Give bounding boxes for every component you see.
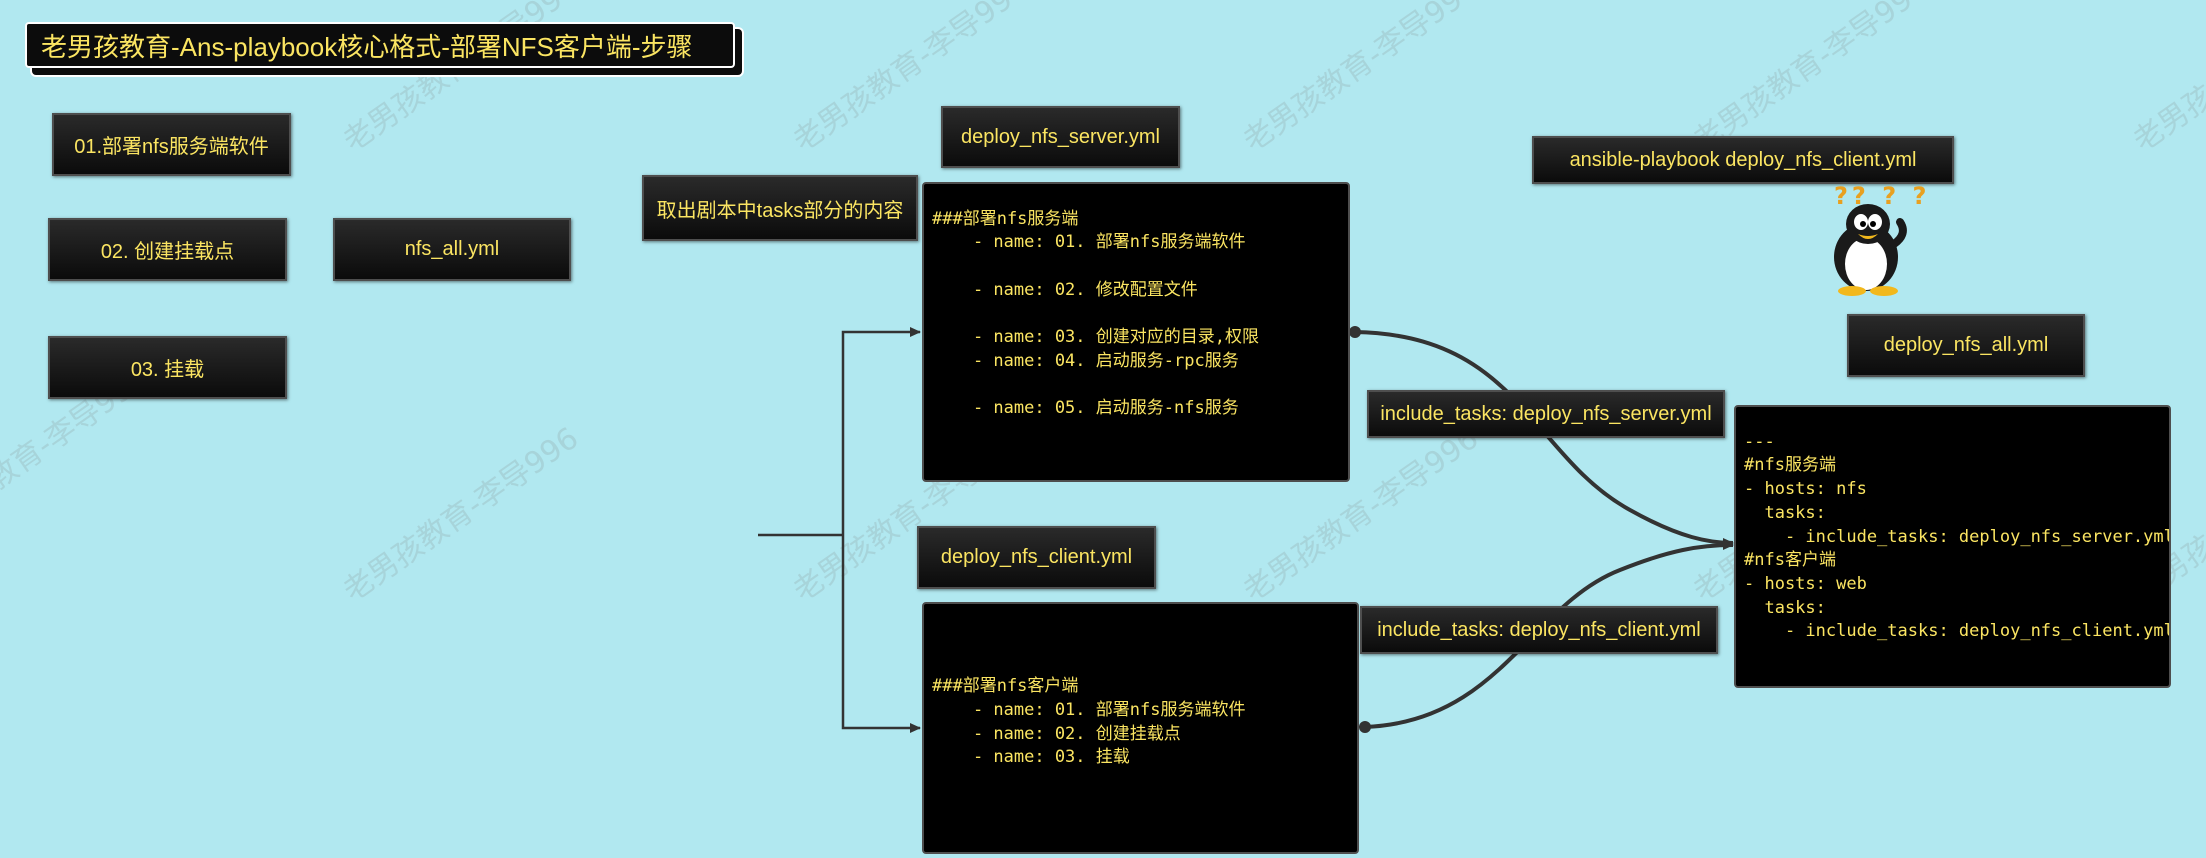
server-tasks-code: ###部署nfs服务端 - name: 01. 部署nfs服务端软件 - nam…: [922, 182, 1350, 482]
penguin-drawing: [1834, 204, 1907, 296]
client-to-all-curve: [1364, 540, 1734, 729]
step-1-box: 01.部署nfs服务端软件: [52, 113, 291, 176]
include-server-box: include_tasks: deploy_nfs_server.yml: [1367, 390, 1725, 438]
server-to-all-curve: [1354, 330, 1734, 548]
include-client-box: include_tasks: deploy_nfs_client.yml: [1360, 606, 1718, 654]
client-tasks-code: ###部署nfs客户端 - name: 01. 部署nfs服务端软件 - nam…: [922, 602, 1359, 854]
nfs-all-file-label-box: deploy_nfs_all.yml: [1847, 314, 2085, 377]
command-box: ansible-playbook deploy_nfs_client.yml: [1532, 136, 1954, 184]
branch-to-client: [841, 535, 921, 733]
server-file-label-box: deploy_nfs_server.yml: [941, 106, 1180, 168]
client-file-label-box: deploy_nfs_client.yml: [917, 526, 1156, 589]
branch-to-server: [841, 327, 921, 535]
question-marks: ?? ? ?: [1834, 182, 1931, 210]
step-2-box: 02. 创建挂载点: [48, 218, 287, 281]
penguin-icon: ?? ? ?: [1822, 182, 1926, 297]
extract-tasks-box: 取出剧本中tasks部分的内容: [642, 175, 918, 241]
nfs-all-box: nfs_all.yml: [333, 218, 571, 281]
step-3-box: 03. 挂载: [48, 336, 287, 399]
page-title: 老男孩教育-Ans-playbook核心格式-部署NFS客户端-步骤: [25, 22, 735, 68]
client-connector-dot: [1359, 721, 1371, 733]
server-connector-dot: [1349, 326, 1361, 338]
nfs-all-code: --- #nfs服务端 - hosts: nfs tasks: - includ…: [1734, 405, 2171, 688]
